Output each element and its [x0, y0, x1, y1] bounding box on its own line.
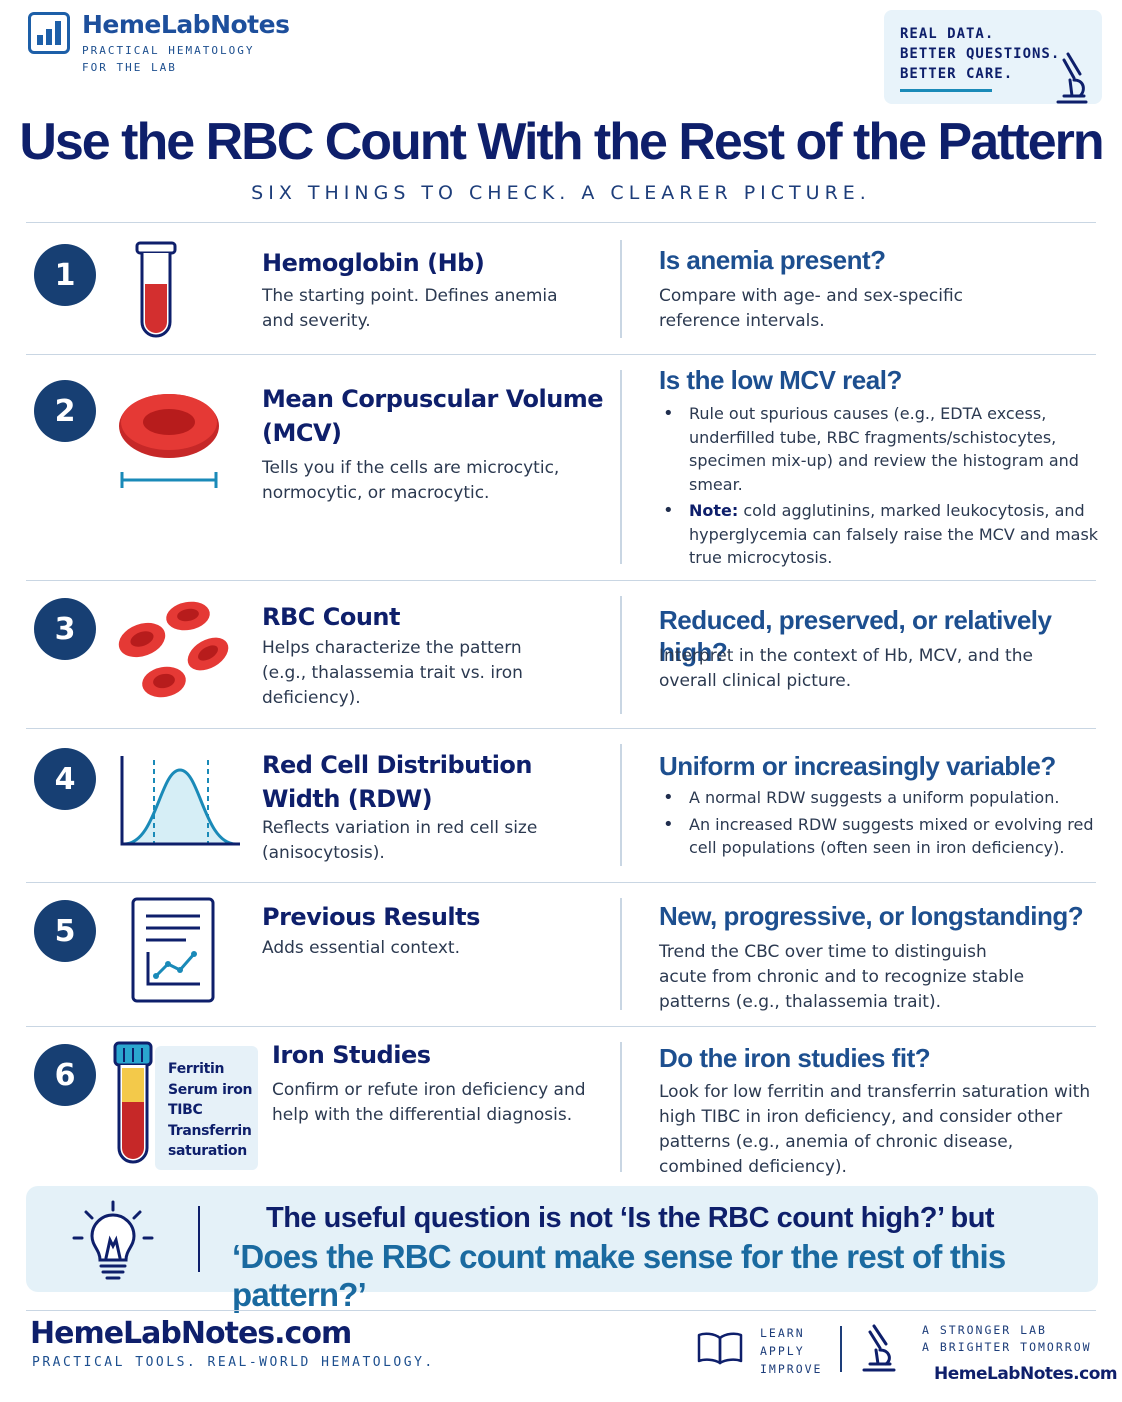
divider [26, 882, 1096, 883]
brand-tagline-1: PRACTICAL HEMATOLOGY [82, 44, 255, 57]
microscope-icon [1056, 52, 1088, 104]
callout-line-1: The useful question is not ‘Is the RBC c… [266, 1202, 995, 1234]
callout-line-2: ‘Does the RBC count make sense for the r… [232, 1238, 1006, 1313]
iron-test-label: Serum iron [168, 1081, 253, 1098]
column-divider [620, 240, 622, 338]
row-question: Uniform or increasingly variable? [659, 751, 1056, 781]
row-question: Is the low MCV real? [659, 365, 902, 395]
row-question: Reduced, preserved, or relatively high? [659, 605, 1052, 667]
brand-tagline-2: FOR THE LAB [82, 61, 177, 74]
step-word: LEARN [760, 1326, 805, 1340]
row-description: The starting point. Defines anemia and s… [262, 286, 558, 331]
step-number: 5 [34, 900, 96, 962]
lightbulb-icon [72, 1200, 154, 1280]
row-answer: Trend the CBC over time to distinguish a… [659, 942, 1025, 1012]
page-subtitle: SIX THINGS TO CHECK. A CLEARER PICTURE. [251, 182, 871, 204]
learn-apply-improve: LEARN APPLY IMPROVE [760, 1324, 822, 1378]
divider [26, 222, 1096, 223]
footer-divider [840, 1326, 842, 1372]
row-question: New, progressive, or longstanding? [659, 901, 1084, 931]
iron-test-label: Ferritin [168, 1061, 225, 1077]
step-number: 2 [34, 380, 96, 442]
iron-tests-label: Ferritin Serum iron TIBC Transferrin sat… [155, 1046, 258, 1170]
iron-test-label: saturation [168, 1143, 247, 1159]
note-label: Note: [689, 501, 739, 520]
list-item: An increased RDW suggests mixed or evolv… [659, 813, 1099, 860]
header-badge: REAL DATA. BETTER QUESTIONS. BETTER CARE… [884, 10, 1102, 104]
footer-motto: A STRONGER LAB A BRIGHTER TOMORROW [922, 1322, 1092, 1356]
badge-line: BETTER CARE. [900, 66, 1014, 82]
row-question: Is anemia present? [659, 245, 886, 275]
row-heading: Red Cell Distribution Width (RDW) [262, 751, 533, 813]
motto-line: A STRONGER LAB [922, 1323, 1047, 1337]
iron-test-label: TIBC [168, 1102, 203, 1118]
row-heading: RBC Count [262, 603, 401, 631]
divider [26, 354, 1096, 355]
blood-tube-icon [135, 241, 177, 338]
open-book-icon [697, 1332, 743, 1365]
row-answer: Compare with age- and sex-specific refer… [659, 286, 964, 331]
row-answer: Interpret in the context of Hb, MCV, and… [659, 646, 1033, 691]
step-number: 4 [34, 748, 96, 810]
step-word: APPLY [760, 1344, 805, 1358]
row-answer: Look for low ferritin and transferrin sa… [659, 1082, 1091, 1177]
page-title: Use the RBC Count With the Rest of the P… [19, 113, 1104, 171]
step-word: IMPROVE [760, 1362, 823, 1376]
row-description: Reflects variation in red cell size (ani… [262, 818, 538, 863]
column-divider [620, 898, 622, 1010]
distribution-curve-icon [120, 756, 240, 846]
microscope-icon [862, 1324, 896, 1372]
row-question: Do the iron studies fit? [659, 1043, 931, 1073]
list-item: A normal RDW suggests a uniform populati… [659, 786, 1099, 810]
brand-name: HemeLabNotes [82, 10, 290, 39]
row-heading: Iron Studies [272, 1041, 431, 1069]
list-item: Rule out spurious causes (e.g., EDTA exc… [659, 402, 1099, 496]
column-divider [620, 1042, 622, 1172]
badge-underline [900, 89, 992, 92]
callout-divider [198, 1206, 200, 1272]
divider [26, 580, 1096, 581]
row-description: Helps characterize the pattern (e.g., th… [262, 638, 523, 708]
divider [26, 728, 1096, 729]
key-question-callout: The useful question is not ‘Is the RBC c… [26, 1186, 1098, 1313]
row-heading: Mean Corpuscular Volume (MCV) [262, 385, 604, 447]
column-divider [620, 596, 622, 714]
note-text: cold agglutinins, marked leukocytosis, a… [689, 501, 1099, 567]
motto-line: A BRIGHTER TOMORROW [922, 1340, 1092, 1354]
badge-line: REAL DATA. [900, 26, 995, 42]
row-heading: Previous Results [262, 903, 480, 931]
iron-test-label: Transferrin [168, 1122, 252, 1139]
step-number: 3 [34, 598, 96, 660]
footer-url-link[interactable]: HemeLabNotes.com [934, 1364, 1118, 1384]
bar-chart-logo-icon [28, 12, 70, 54]
serum-tube-icon [113, 1041, 153, 1164]
red-blood-cell-icon [119, 394, 219, 488]
list-item: Note: cold agglutinins, marked leukocyto… [659, 499, 1099, 570]
step-number: 1 [34, 244, 96, 306]
divider [26, 1310, 1096, 1311]
red-blood-cells-icon [118, 601, 229, 698]
footer-tagline: PRACTICAL TOOLS. REAL-WORLD HEMATOLOGY. [32, 1355, 435, 1370]
row-description: Adds essential context. [262, 938, 460, 958]
divider [26, 1026, 1096, 1027]
row-description: Confirm or refute iron deficiency and he… [272, 1080, 586, 1125]
row-heading: Hemoglobin (Hb) [262, 249, 485, 277]
bullet-list: A normal RDW suggests a uniform populati… [659, 786, 1099, 863]
bullet-list: Rule out spurious causes (e.g., EDTA exc… [659, 402, 1099, 573]
footer-site-name[interactable]: HemeLabNotes.com [30, 1316, 352, 1351]
step-number: 6 [34, 1044, 96, 1106]
column-divider [620, 744, 622, 866]
badge-line: BETTER QUESTIONS. [900, 46, 1061, 62]
row-description: Tells you if the cells are microcytic, n… [262, 458, 560, 503]
report-chart-icon [131, 897, 215, 1003]
column-divider [620, 370, 622, 564]
brand-logo: HemeLabNotes PRACTICAL HEMATOLOGY FOR TH… [28, 10, 290, 76]
